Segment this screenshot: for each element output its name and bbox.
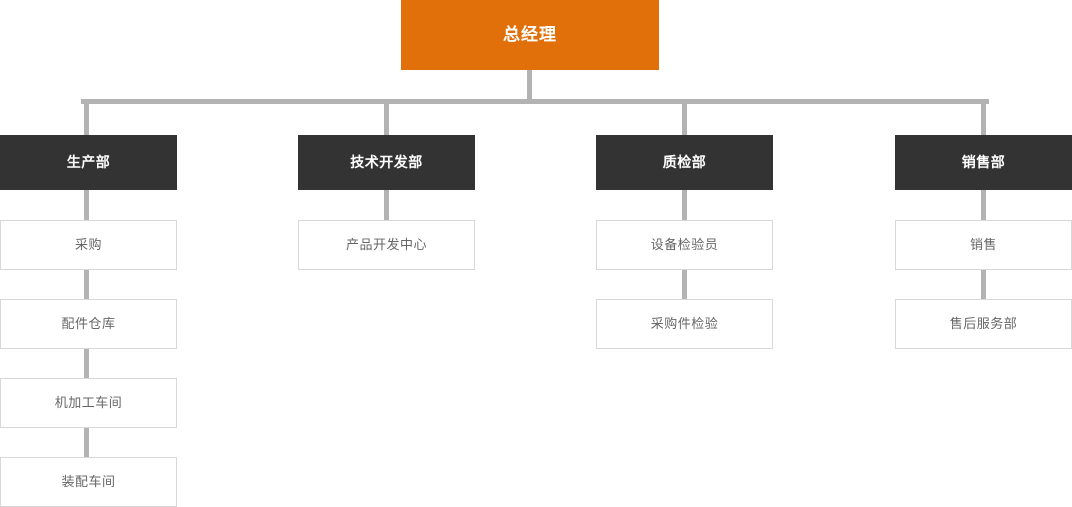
connector-dept-4-child-1-to-child-2 — [981, 270, 986, 299]
node-dept-quality-inspection[interactable]: 质检部 — [596, 135, 773, 190]
connector-bus-to-dept-1 — [84, 99, 89, 135]
node-sub-product-development-center[interactable]: 产品开发中心 — [298, 220, 475, 270]
connector-dept-3-child-1-to-child-2 — [682, 270, 687, 299]
node-root-label: 总经理 — [503, 24, 557, 44]
node-sub-parts-warehouse[interactable]: 配件仓库 — [0, 299, 177, 349]
connector-child-3-to-child-4 — [84, 428, 89, 457]
node-sub-purchased-parts-inspection[interactable]: 采购件检验 — [596, 299, 773, 349]
connector-bus-to-dept-2 — [384, 99, 389, 135]
connector-bus-to-dept-3 — [682, 99, 687, 135]
node-sub-machining-workshop[interactable]: 机加工车间 — [0, 378, 177, 428]
node-sub-product-development-center-label: 产品开发中心 — [345, 237, 427, 253]
connector-root-stem — [527, 70, 532, 102]
node-dept-tech-development-label: 技术开发部 — [350, 154, 423, 171]
node-sub-assembly-workshop[interactable]: 装配车间 — [0, 457, 177, 507]
connector-bus-bar — [81, 99, 989, 104]
node-sub-parts-warehouse-label: 配件仓库 — [61, 316, 116, 332]
node-sub-after-sales-service[interactable]: 售后服务部 — [895, 299, 1072, 349]
connector-child-1-to-child-2 — [84, 270, 89, 299]
connector-bus-to-dept-4 — [981, 99, 986, 135]
connector-dept-1-to-child-1 — [84, 190, 89, 220]
node-dept-sales[interactable]: 销售部 — [895, 135, 1072, 190]
connector-dept-4-to-child-1 — [981, 190, 986, 220]
node-root-general-manager[interactable]: 总经理 — [401, 0, 659, 70]
node-sub-assembly-workshop-label: 装配车间 — [61, 474, 116, 490]
connector-dept-2-to-child-1 — [384, 190, 389, 220]
node-sub-purchasing-label: 采购 — [74, 237, 102, 253]
node-dept-production[interactable]: 生产部 — [0, 135, 177, 190]
node-sub-sales[interactable]: 销售 — [895, 220, 1072, 270]
node-sub-equipment-inspector-label: 设备检验员 — [650, 237, 719, 253]
connector-child-2-to-child-3 — [84, 349, 89, 378]
node-sub-after-sales-service-label: 售后服务部 — [949, 316, 1018, 332]
connector-dept-3-to-child-1 — [682, 190, 687, 220]
node-sub-purchasing[interactable]: 采购 — [0, 220, 177, 270]
node-dept-quality-inspection-label: 质检部 — [662, 154, 707, 171]
node-dept-sales-label: 销售部 — [961, 154, 1006, 171]
node-sub-equipment-inspector[interactable]: 设备检验员 — [596, 220, 773, 270]
node-dept-tech-development[interactable]: 技术开发部 — [298, 135, 475, 190]
node-sub-sales-label: 销售 — [969, 237, 997, 253]
node-sub-machining-workshop-label: 机加工车间 — [54, 395, 123, 411]
node-dept-production-label: 生产部 — [66, 154, 111, 171]
node-sub-purchased-parts-inspection-label: 采购件检验 — [650, 316, 719, 332]
